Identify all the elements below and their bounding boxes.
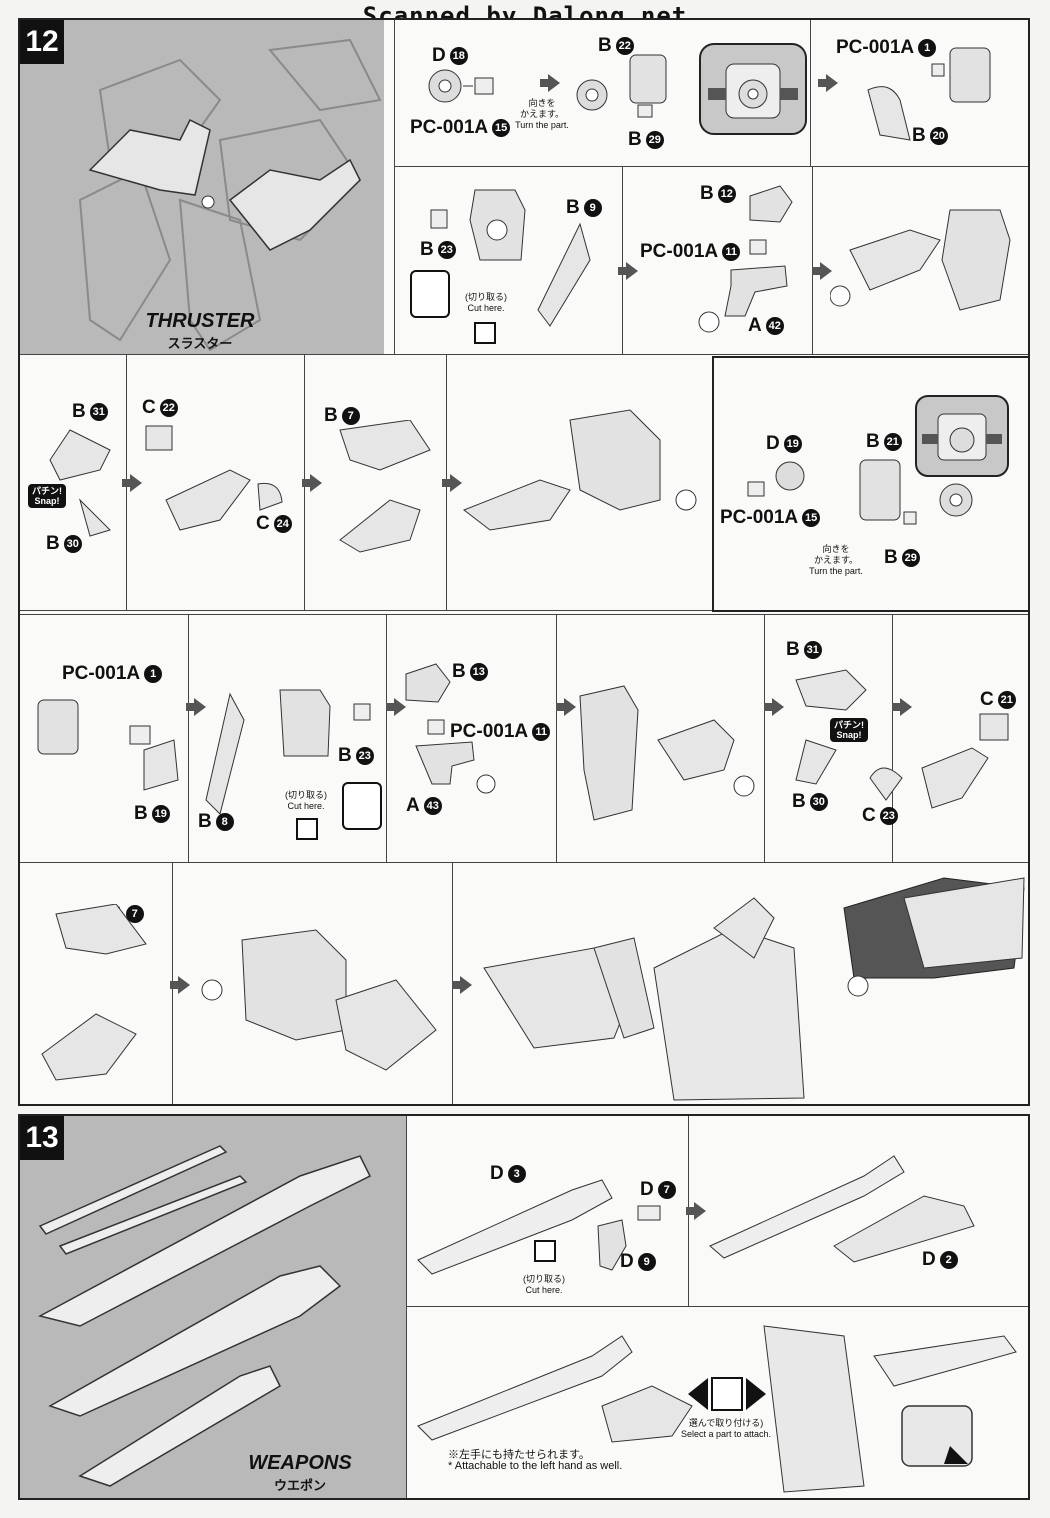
flow-arrow [540,74,560,92]
snap-badge-2: パチン!Snap! [830,718,868,742]
flow-arrow [618,262,638,280]
step-number-13: 13 [20,1116,64,1160]
snap-badge: パチン!Snap! [28,484,66,508]
thruster-title: THRUSTER [145,310,255,332]
flow-arrow [764,698,784,716]
turn-part-note-2: 向きを かえます。Turn the part. [809,544,863,576]
thruster-illustration [78,38,382,352]
detail-callout [699,43,807,135]
flow-arrow [302,474,322,492]
flow-arrow [818,74,838,92]
cut-note-2: (切り取る)Cut here. [285,790,327,811]
flow-arrow [812,262,832,280]
weapons-hero-image [20,1116,406,1498]
weapons-title: WEAPONS [248,1452,352,1474]
flow-arrow [556,698,576,716]
assembled-thruster-view [483,877,1025,1101]
step-number-12: 12 [20,20,64,64]
flow-arrow [452,976,472,994]
left-hand-note: ※左手にも持たせられます。* Attachable to the left ha… [448,1449,623,1472]
flow-arrow [186,698,206,716]
thruster-caption: THRUSTER スラスター [110,310,290,352]
weapons-illustration [37,1145,372,1487]
weapons-title-jp: ウエポン [273,1478,326,1493]
flow-arrow [442,474,462,492]
detail-callout-2 [915,395,1009,477]
cut-note: (切り取る)Cut here. [465,292,507,313]
select-part-note: 選んで取り付ける)Select a part to attach. [680,1418,772,1439]
flow-arrow [686,1202,706,1220]
weapons-caption: WEAPONS ウエポン [210,1452,390,1494]
select-part-icon [688,1377,766,1411]
flow-arrow [386,698,406,716]
thruster-title-jp: スラスター [167,336,233,351]
turn-part-note: 向きを かえます。Turn the part. [515,98,569,130]
hand-weapon-view [763,1325,1017,1493]
flow-arrow [892,698,912,716]
thruster-hero-image [20,20,384,354]
clip-detail-icon [410,270,450,318]
cut-icon-2 [296,818,318,840]
flow-arrow [170,976,190,994]
clip-detail-icon-2 [342,782,382,830]
cut-icon-3 [534,1240,556,1262]
cut-icon [474,322,496,344]
flow-arrow [122,474,142,492]
cut-note-3: (切り取る)Cut here. [523,1274,565,1295]
